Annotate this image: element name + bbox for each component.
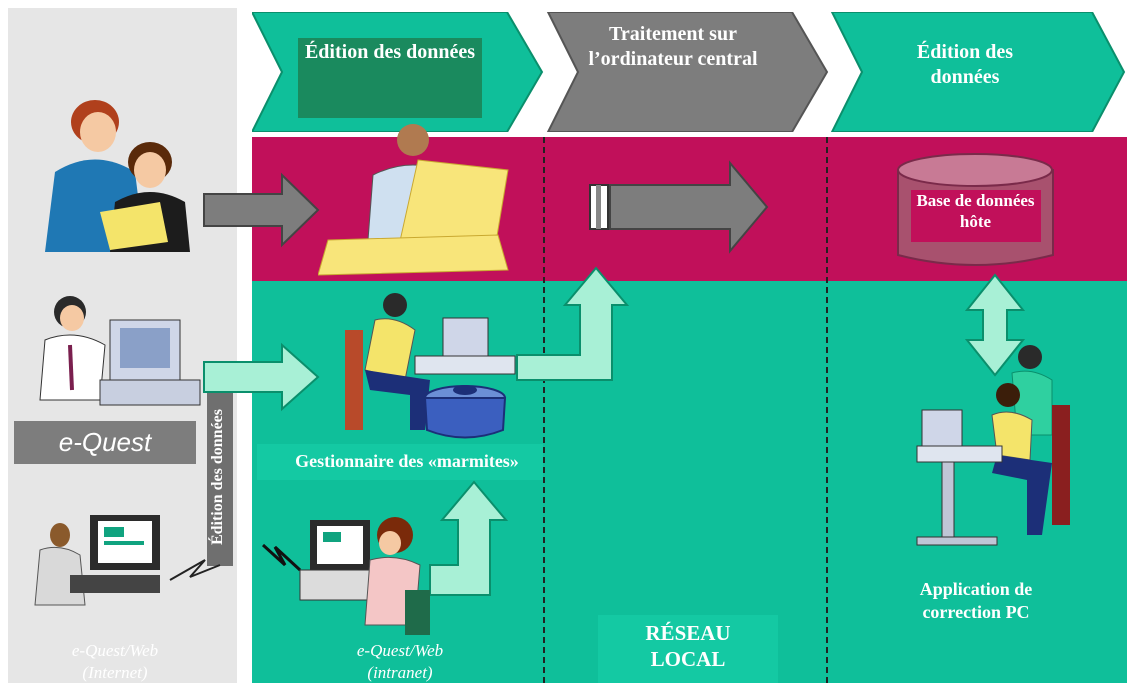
stage3-label: Édition des données xyxy=(916,41,1014,88)
process-chevrons xyxy=(252,12,1126,132)
equest-web-intranet-paren: (intranet) xyxy=(367,663,433,683)
equest-web-internet-label: e-Quest/Web xyxy=(71,641,159,660)
network-label-line2: LOCAL xyxy=(650,647,726,672)
equest-web-intranet: e-Quest/Web (intranet) xyxy=(320,640,480,684)
chevron-editing-2 xyxy=(830,12,1126,132)
clerk-papers-icon xyxy=(318,124,509,276)
stage1-label: Édition des données xyxy=(304,41,476,63)
web-user-icon xyxy=(34,515,221,606)
divider-1 xyxy=(543,137,545,683)
pc-app-label: Application de correction PC xyxy=(919,579,1033,622)
host-db-label: Base de données hôte xyxy=(916,191,1035,232)
network-label-line1: RÉSEAU xyxy=(645,621,731,645)
chevron-mainframe xyxy=(546,12,829,132)
pot-manager-icon xyxy=(345,293,516,439)
pc-operators-icon xyxy=(916,345,1070,546)
equest-logo-text: e-Quest xyxy=(58,427,152,457)
arrow-db-app xyxy=(964,273,1026,377)
pot-manager-label-bg xyxy=(257,444,543,480)
arrow-up-to-mainframe xyxy=(516,266,630,381)
arrow-up-intranet xyxy=(429,480,509,596)
pot-manager-label: Gestionnaire des «marmites» xyxy=(295,451,519,471)
vertical-edit-strip xyxy=(207,388,233,566)
couple-paper-icon xyxy=(45,100,190,252)
network-label: RÉSEAU LOCAL xyxy=(598,620,778,673)
equest-web-internet-paren: (Internet) xyxy=(82,663,148,683)
arrow-mainframe-gray xyxy=(609,160,769,254)
equest-web-intranet-label: e-Quest/Web xyxy=(356,641,444,660)
intranet-user-icon xyxy=(261,517,430,635)
database-cylinder-icon xyxy=(897,153,1054,266)
network-label-bg xyxy=(598,615,778,683)
equest-web-internet: e-Quest/Web (Internet) xyxy=(20,640,210,684)
arrow-equest-green xyxy=(203,342,320,412)
stage2-label: Traitement sur l’ordinateur central xyxy=(588,23,758,70)
person-computer-icon xyxy=(39,296,201,406)
divider-2 xyxy=(826,137,828,683)
equest-logo: e-Quest xyxy=(14,421,196,464)
arrow-paper-gray xyxy=(203,172,320,248)
